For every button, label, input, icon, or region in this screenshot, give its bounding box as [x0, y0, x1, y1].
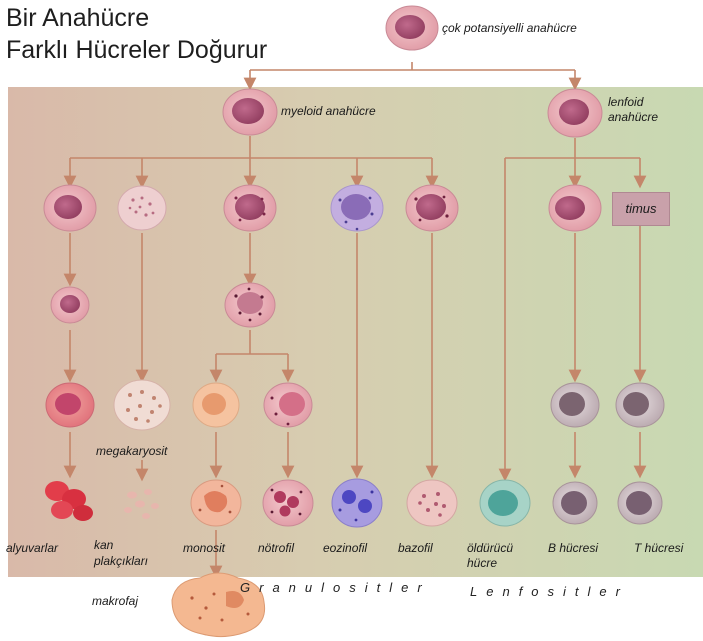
label-neutrophil: nötrofil [258, 541, 294, 555]
basophil-precursor-cell [406, 185, 458, 231]
neutrophil-cell [263, 480, 313, 526]
myelocyte-cell [225, 283, 275, 327]
label-b-cell: B hücresi [548, 541, 598, 555]
b-lymphocyte-cell [553, 482, 597, 524]
myeloid-stem-cell [223, 89, 277, 135]
label-eosinophil: eozinofil [323, 541, 367, 555]
label-platelets-1: kan [94, 538, 113, 552]
t-lymphocyte-cell [618, 482, 662, 524]
label-megakaryocyte: megakaryosit [96, 444, 167, 458]
erythroid-precursor-cell [44, 185, 96, 231]
label-monocyte: monosit [183, 541, 225, 555]
natural-killer-cell [480, 480, 530, 526]
title-line-2: Farklı Hücreler Doğurur [6, 38, 267, 63]
label-macrophage: makrofaj [92, 594, 138, 608]
label-erythrocytes: alyuvarlar [6, 541, 58, 555]
b-lymphocyte-precursor-cell [551, 383, 599, 427]
stem-cell [386, 6, 438, 50]
lymphoid-stem-cell [548, 89, 602, 137]
label-killer-cell-1: öldürücü [467, 541, 513, 555]
myeloblast-cell [224, 185, 276, 231]
label-platelets-2: plakçıkları [94, 554, 148, 568]
megakaryocyte-cell [114, 380, 170, 430]
label-multipotent-stem-cell: çok potansiyelli anahücre [442, 21, 577, 35]
t-lymphocyte-precursor-cell [616, 383, 664, 427]
monoblast-cell [193, 383, 239, 427]
label-granulocytes: Granulositler [240, 580, 431, 595]
label-lymphoid-1: lenfoid [608, 95, 643, 109]
timus-box: timus [612, 192, 670, 226]
label-myeloid-stem-cell: myeloid anahücre [281, 104, 376, 118]
label-basophil: bazofil [398, 541, 433, 555]
eosinophil-precursor-cell [331, 185, 383, 231]
megakaryoblast-cell [118, 186, 166, 230]
reticulocyte-cell [46, 383, 94, 427]
label-lymphocytes: Lenfositler [470, 584, 629, 599]
label-killer-cell-2: hücre [467, 556, 497, 570]
title-line-1: Bir Anahücre [6, 6, 149, 31]
monocyte-cell [191, 480, 241, 526]
label-t-cell: T hücresi [634, 541, 683, 555]
eosinophil-cell [332, 479, 382, 527]
label-lymphoid-2: anahücre [608, 110, 658, 124]
lymphoblast-cell [549, 185, 601, 231]
basophil-cell [407, 480, 457, 526]
neutrophil-precursor-cell [264, 383, 312, 427]
normoblast-cell [51, 287, 89, 323]
timus-label: timus [625, 201, 656, 217]
